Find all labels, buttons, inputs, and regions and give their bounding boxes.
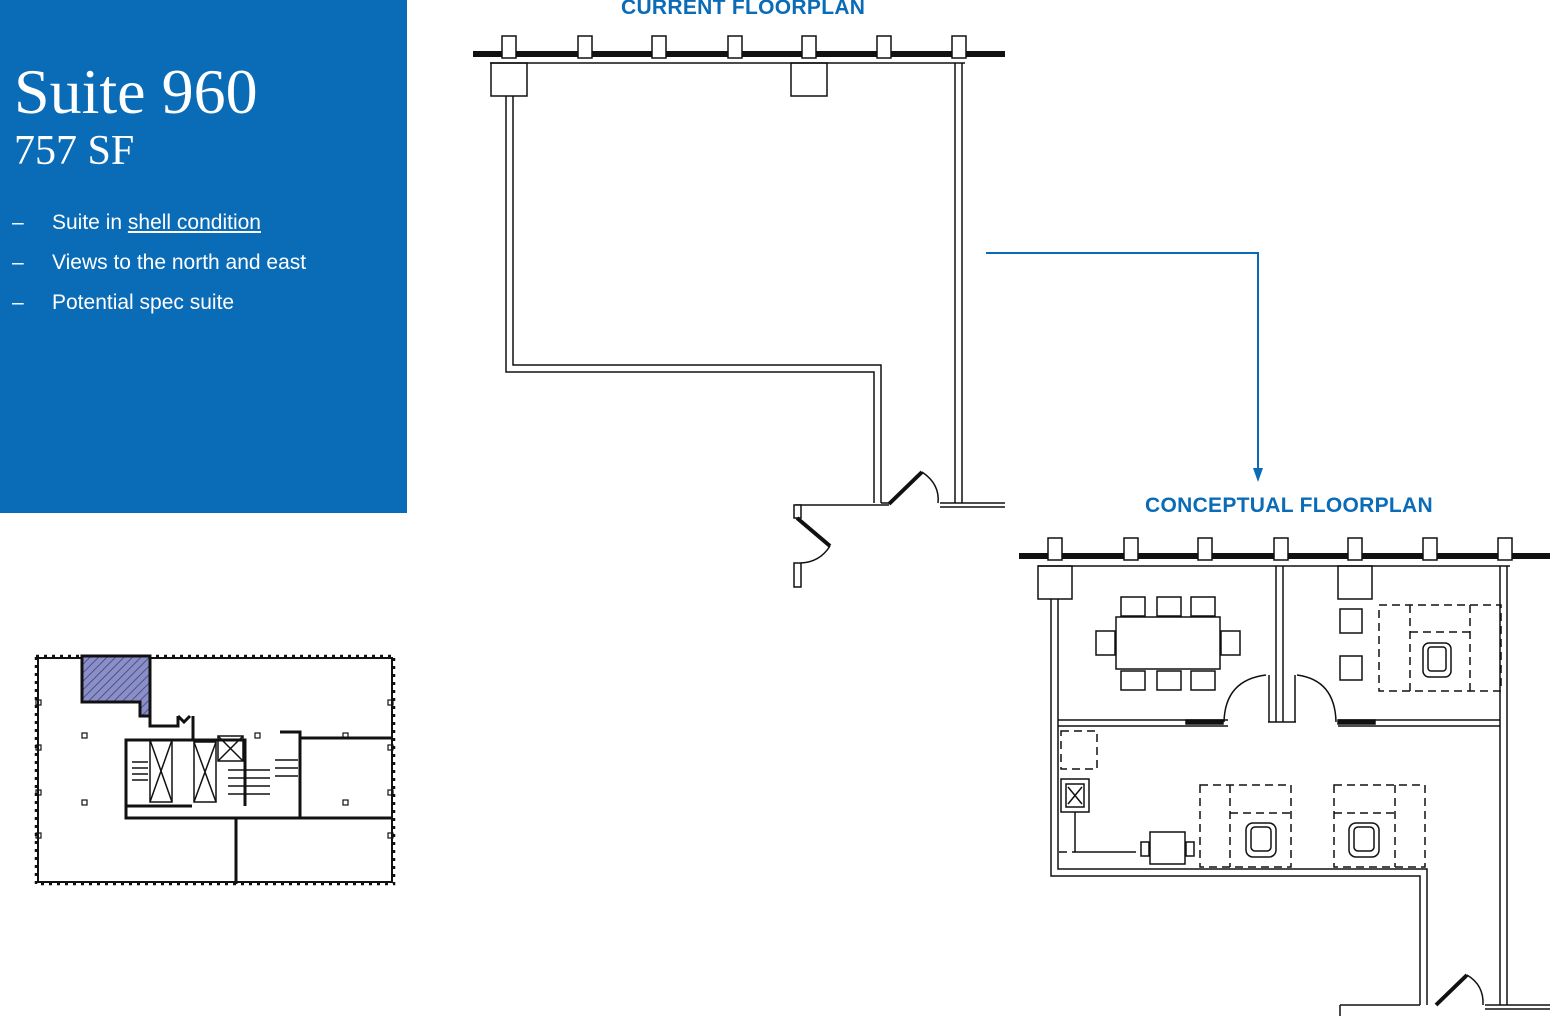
corridor-door xyxy=(793,504,832,588)
arrow-down-icon xyxy=(1253,468,1263,482)
highlighted-suite-960 xyxy=(80,654,152,718)
conceptual-floorplan-label: CONCEPTUAL FLOORPLAN xyxy=(1145,494,1433,517)
feature-list: – Suite in shell condition – Views to the … xyxy=(12,208,306,328)
current-floorplan xyxy=(473,35,1005,588)
conference-table xyxy=(1095,596,1241,691)
workstations xyxy=(1199,784,1426,868)
bullet-dash: – xyxy=(12,291,24,314)
pantry xyxy=(1059,730,1195,865)
column xyxy=(1337,565,1373,600)
office-doors xyxy=(1185,674,1484,1007)
feature-text: Suite in xyxy=(52,211,128,234)
column xyxy=(790,62,828,97)
private-office-desk xyxy=(1339,604,1502,692)
suite-size: 757 SF xyxy=(14,128,135,174)
building-core xyxy=(124,714,392,884)
feature-text: Views to the north and east xyxy=(52,251,307,274)
suite-info-panel: Suite 960 757 SF – Suite in shell conditi… xyxy=(0,0,407,513)
feature-item: – Potential spec suite xyxy=(12,288,306,328)
feature-text: Potential spec suite xyxy=(52,291,235,314)
core-details xyxy=(132,735,298,803)
exterior-window-wall xyxy=(1019,537,1550,567)
current-floorplan-label: CURRENT FLOORPLAN xyxy=(621,0,866,19)
key-plan xyxy=(34,654,396,886)
suite-title: Suite 960 xyxy=(14,56,258,127)
suite-walls xyxy=(505,63,1005,508)
shell-condition-link[interactable]: shell condition xyxy=(127,211,261,234)
column xyxy=(1037,565,1073,600)
feature-item: – Views to the north and east xyxy=(12,248,306,288)
task-chairs xyxy=(1245,822,1380,858)
transition-arrow xyxy=(986,252,1263,482)
column xyxy=(490,62,528,97)
bullet-dash: – xyxy=(12,211,24,234)
suite-walls xyxy=(1050,566,1550,1016)
bullet-dash: – xyxy=(12,251,24,274)
suite-door xyxy=(887,470,939,506)
conceptual-floorplan xyxy=(1019,537,1550,1016)
key-plan-columns xyxy=(35,699,394,839)
exterior-window-wall xyxy=(473,35,1005,64)
feature-item: – Suite in shell condition xyxy=(12,208,306,248)
